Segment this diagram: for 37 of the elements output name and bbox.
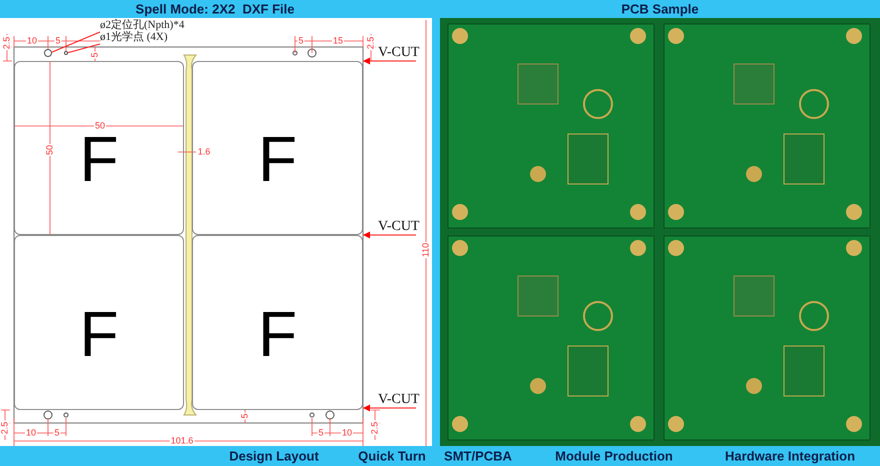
dimension-label: 2.5 xyxy=(0,420,10,436)
dimension-label: 110 xyxy=(422,242,430,258)
dimension-label: 2.5 xyxy=(2,36,12,50)
dimension-label: 50 xyxy=(46,144,54,156)
service-label: Design Layout xyxy=(229,447,319,466)
dimension-label: 5 xyxy=(54,36,62,46)
dimension-label: 2.5 xyxy=(366,36,376,50)
arrow xyxy=(362,404,416,412)
service-label: Hardware Integration xyxy=(724,447,856,466)
dimension-label: 5 xyxy=(318,428,324,438)
dimension-label: 101.6 xyxy=(170,436,194,446)
service-label: SMT/PCBA xyxy=(444,447,512,466)
dimension-label: 5 xyxy=(298,36,304,46)
dimension-label: 5 xyxy=(54,428,60,438)
v-cut-label: V-CUT xyxy=(378,391,426,408)
dimension-label: 10 xyxy=(25,428,37,438)
dimension-label: 10 xyxy=(341,428,353,438)
board-cell: F xyxy=(14,235,184,410)
board-cell: F xyxy=(192,235,363,410)
dimension-label: 1.6 xyxy=(196,148,212,156)
dimension-label: 15 xyxy=(332,36,344,46)
dimension-label: 50 xyxy=(94,122,106,130)
panel-heading: PCB Sample xyxy=(621,0,699,18)
arrow xyxy=(362,58,416,64)
annotation-text: ø2定位孔(Npth)*4 xyxy=(100,19,250,32)
annotation-text: ø1光学点 (4X) xyxy=(100,31,210,44)
dimension-label: 2.5 xyxy=(370,420,380,436)
leader-line xyxy=(68,44,100,54)
dimension-label: 10 xyxy=(26,36,38,46)
arrow xyxy=(362,232,416,238)
v-cut-label: V-CUT xyxy=(378,44,426,61)
panel-heading: Spell Mode: 2X2 DXF File xyxy=(136,0,294,18)
leader-line xyxy=(52,32,100,53)
hole-symbol xyxy=(64,51,68,55)
service-label: Quick Turn xyxy=(358,447,426,466)
v-cut-label: V-CUT xyxy=(378,218,426,235)
service-label: Module Production xyxy=(555,447,673,466)
